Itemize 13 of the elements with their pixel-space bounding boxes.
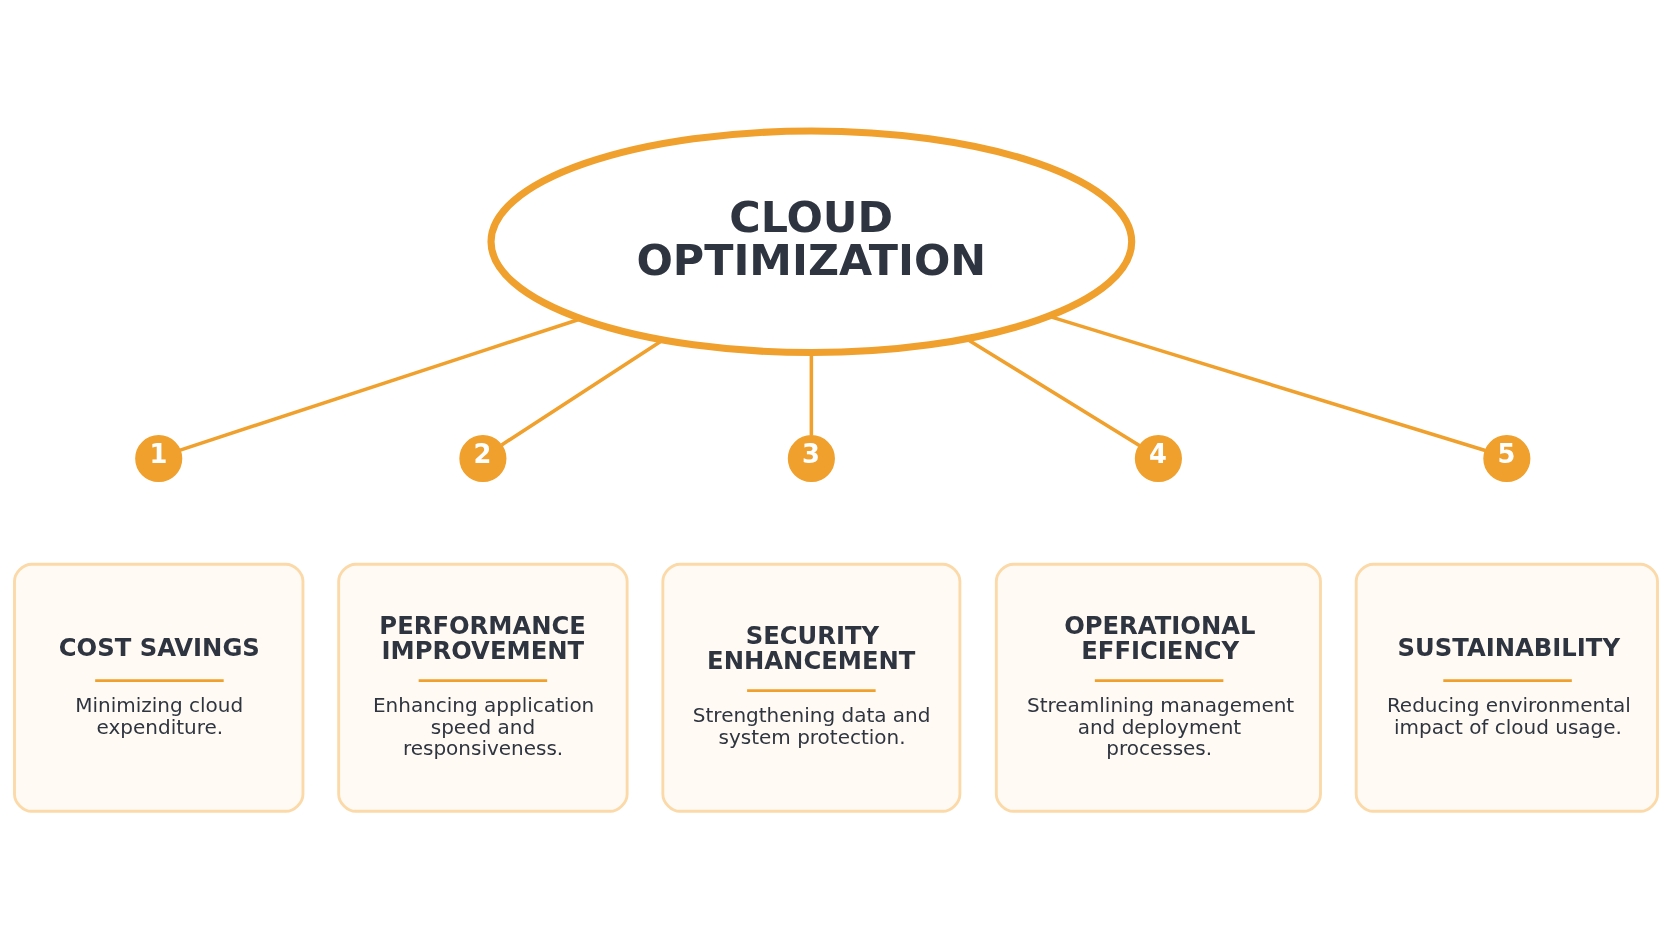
node-box: PERFORMANCE IMPROVEMENT Enhancing application speed and responsiveness. — [337, 562, 629, 813]
node-circle: 4 — [1134, 434, 1182, 482]
node-circle: 2 — [459, 434, 507, 482]
node-circle: 3 — [787, 434, 835, 482]
node-circle: 5 — [1483, 434, 1531, 482]
node-ellipse: CLOUD OPTIMIZATION — [487, 126, 1136, 356]
node-box: COST SAVINGS Minimizing cloud expenditure. — [13, 562, 305, 813]
connector — [179, 316, 581, 452]
node-box: SECURITY ENHANCEMENT Strengthening data and system protection. — [661, 562, 962, 813]
node-box: OPERATIONAL EFFICIENCY Streamlining management and deployment processes. — [994, 562, 1322, 813]
node-circle: 1 — [135, 434, 183, 482]
node-box: SUSTAINABILITY Reducing environmental impact of cloud usage. — [1354, 562, 1659, 813]
connector — [1048, 314, 1486, 452]
